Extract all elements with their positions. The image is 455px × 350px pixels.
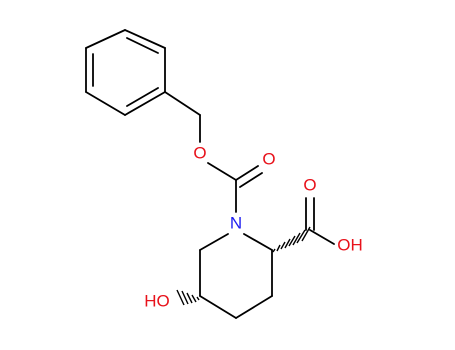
bond-o-c (207, 162, 237, 181)
bond-benzyl (164, 91, 201, 116)
bond-carbonyl-1 (235, 165, 259, 181)
hashed-wedge-c5 (176, 289, 200, 306)
carbonyl-oxygen-label: O (262, 149, 275, 168)
ring-hydroxyl-label: HO (144, 291, 170, 310)
bond-c5-c4 (199, 295, 237, 319)
bond-n-c2 (243, 233, 273, 251)
bond-acid-c-oh (309, 229, 335, 245)
acid-carbonyl-oxygen-label: O (303, 175, 316, 194)
acid-hydroxyl-label: OH (337, 235, 363, 254)
bond (124, 91, 166, 116)
ester-oxygen-label: O (193, 143, 206, 162)
bond (85, 29, 126, 49)
bond-double-inner (126, 37, 159, 54)
ring-nitrogen-label: N (230, 213, 242, 232)
bond (124, 29, 166, 49)
hashed-wedge-c2 (272, 226, 311, 253)
bond-carbonyl-2 (239, 172, 263, 188)
benzene-ring (85, 29, 166, 116)
bond-c4-c3 (235, 295, 273, 319)
bond-n-c6 (199, 233, 229, 251)
bond (85, 91, 126, 116)
bond-double-inner (126, 87, 159, 107)
